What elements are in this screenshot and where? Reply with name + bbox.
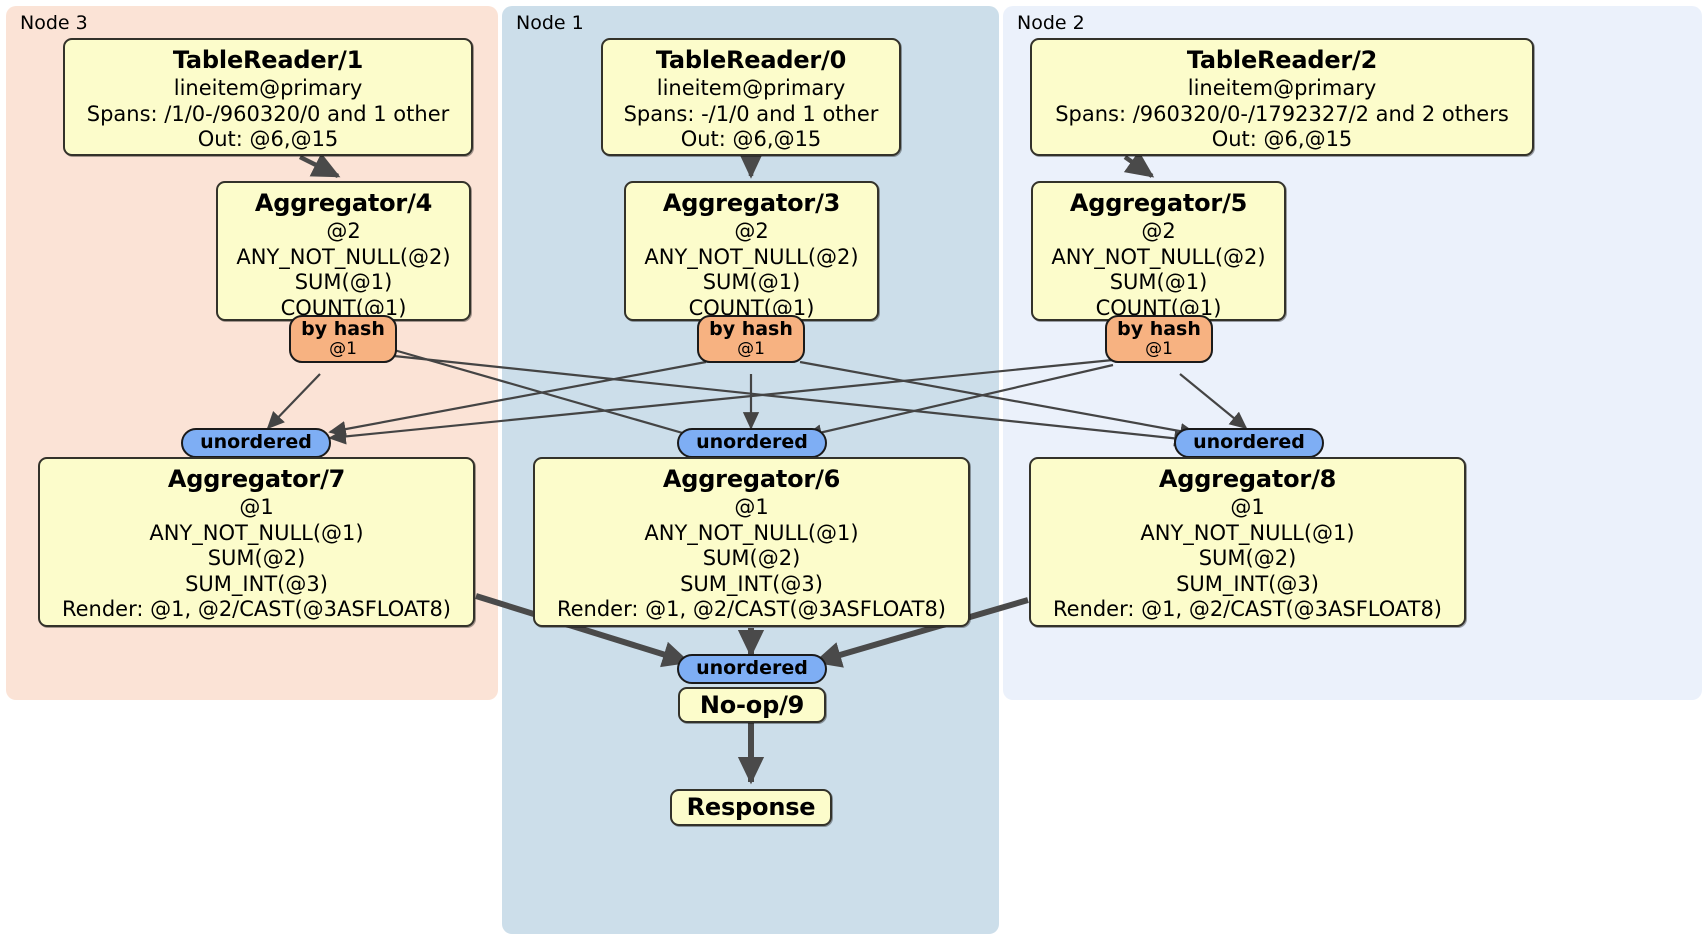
processor-line: @1	[1230, 495, 1265, 519]
processor-title: TableReader/2	[1186, 46, 1378, 74]
processor-line: ANY_NOT_NULL(@1)	[1140, 520, 1355, 545]
processor-line: ANY_NOT_NULL(@1)	[644, 520, 859, 545]
processor-line: SUM_INT(@3)	[680, 571, 823, 596]
router-by-hash-right[interactable]: by hash @1	[1105, 315, 1213, 363]
processor-line: @1	[734, 495, 769, 519]
processor-line: Spans: /1/0-/960320/0 and 1 other	[86, 101, 450, 126]
processor-line: @2	[1141, 219, 1176, 243]
processor-line: ANY_NOT_NULL(@1)	[149, 520, 364, 545]
processor-aggregator-6[interactable]: Aggregator/6 @1 ANY_NOT_NULL(@1) SUM(@2)…	[533, 457, 970, 627]
router-label: by hash	[709, 317, 793, 340]
processor-noop-9[interactable]: No-op/9	[678, 687, 826, 723]
synchronizer-label: unordered	[1193, 431, 1305, 454]
router-label: by hash	[301, 317, 385, 340]
processor-line: @2	[326, 219, 361, 243]
router-label: by hash	[1117, 317, 1201, 340]
processor-line: @1	[239, 495, 274, 519]
synchronizer-label: unordered	[696, 431, 808, 454]
router-column: @1	[329, 338, 357, 359]
router-column: @1	[737, 338, 765, 359]
synchronizer-unordered-center[interactable]: unordered	[677, 428, 827, 458]
synchronizer-unordered-left[interactable]: unordered	[181, 428, 331, 458]
processor-line: SUM(@2)	[1198, 546, 1297, 570]
processor-title: Aggregator/6	[662, 465, 841, 493]
processor-title: No-op/9	[699, 690, 805, 719]
processor-response[interactable]: Response	[670, 789, 832, 826]
processor-line: lineitem@primary	[173, 76, 363, 100]
processor-line: SUM(@2)	[207, 546, 306, 570]
processor-title: Response	[686, 793, 816, 821]
processor-line: Out: @6,@15	[1211, 127, 1353, 151]
processor-line: SUM_INT(@3)	[185, 571, 328, 596]
processor-line: @2	[734, 219, 769, 243]
processor-title: Aggregator/3	[662, 189, 841, 217]
processor-line: Out: @6,@15	[197, 127, 339, 151]
router-by-hash-left[interactable]: by hash @1	[289, 315, 397, 363]
processor-line: SUM(@1)	[1109, 270, 1208, 294]
node-region-label-node2: Node 2	[1017, 12, 1085, 34]
processor-line: ANY_NOT_NULL(@2)	[236, 244, 451, 269]
processor-title: TableReader/0	[655, 46, 847, 74]
processor-line: lineitem@primary	[656, 76, 846, 100]
synchronizer-unordered-right[interactable]: unordered	[1174, 428, 1324, 458]
processor-aggregator-3[interactable]: Aggregator/3 @2 ANY_NOT_NULL(@2) SUM(@1)…	[624, 181, 879, 321]
processor-aggregator-5[interactable]: Aggregator/5 @2 ANY_NOT_NULL(@2) SUM(@1)…	[1031, 181, 1286, 321]
synchronizer-unordered-final[interactable]: unordered	[677, 654, 827, 684]
processor-line: Out: @6,@15	[680, 127, 822, 151]
processor-tablereader-1[interactable]: TableReader/1 lineitem@primary Spans: /1…	[63, 38, 473, 156]
synchronizer-label: unordered	[696, 657, 808, 680]
processor-line: Spans: -/1/0 and 1 other	[623, 101, 879, 126]
processor-title: Aggregator/4	[254, 189, 433, 217]
processor-aggregator-8[interactable]: Aggregator/8 @1 ANY_NOT_NULL(@1) SUM(@2)…	[1029, 457, 1466, 627]
processor-render-line: Render: @1, @2/CAST(@3ASFLOAT8)	[1052, 597, 1443, 621]
processor-tablereader-0[interactable]: TableReader/0 lineitem@primary Spans: -/…	[601, 38, 901, 156]
processor-line: ANY_NOT_NULL(@2)	[644, 244, 859, 269]
node-region-label-node3: Node 3	[20, 12, 88, 34]
processor-line: SUM(@2)	[702, 546, 801, 570]
processor-line: SUM_INT(@3)	[1176, 571, 1319, 596]
processor-title: Aggregator/5	[1069, 189, 1248, 217]
router-column: @1	[1145, 338, 1173, 359]
processor-aggregator-4[interactable]: Aggregator/4 @2 ANY_NOT_NULL(@2) SUM(@1)…	[216, 181, 471, 321]
processor-render-line: Render: @1, @2/CAST(@3ASFLOAT8)	[61, 597, 452, 621]
processor-aggregator-7[interactable]: Aggregator/7 @1 ANY_NOT_NULL(@1) SUM(@2)…	[38, 457, 475, 627]
processor-render-line: Render: @1, @2/CAST(@3ASFLOAT8)	[556, 597, 947, 621]
processor-tablereader-2[interactable]: TableReader/2 lineitem@primary Spans: /9…	[1030, 38, 1534, 156]
processor-line: ANY_NOT_NULL(@2)	[1051, 244, 1266, 269]
router-by-hash-center[interactable]: by hash @1	[697, 315, 805, 363]
processor-title: Aggregator/7	[167, 465, 346, 493]
node-region-label-node1: Node 1	[516, 12, 584, 34]
processor-line: SUM(@1)	[702, 270, 801, 294]
processor-line: Spans: /960320/0-/1792327/2 and 2 others	[1055, 101, 1509, 126]
processor-line: lineitem@primary	[1187, 76, 1377, 100]
processor-line: SUM(@1)	[294, 270, 393, 294]
processor-title: TableReader/1	[172, 46, 364, 74]
processor-title: Aggregator/8	[1158, 465, 1337, 493]
synchronizer-label: unordered	[200, 431, 312, 454]
